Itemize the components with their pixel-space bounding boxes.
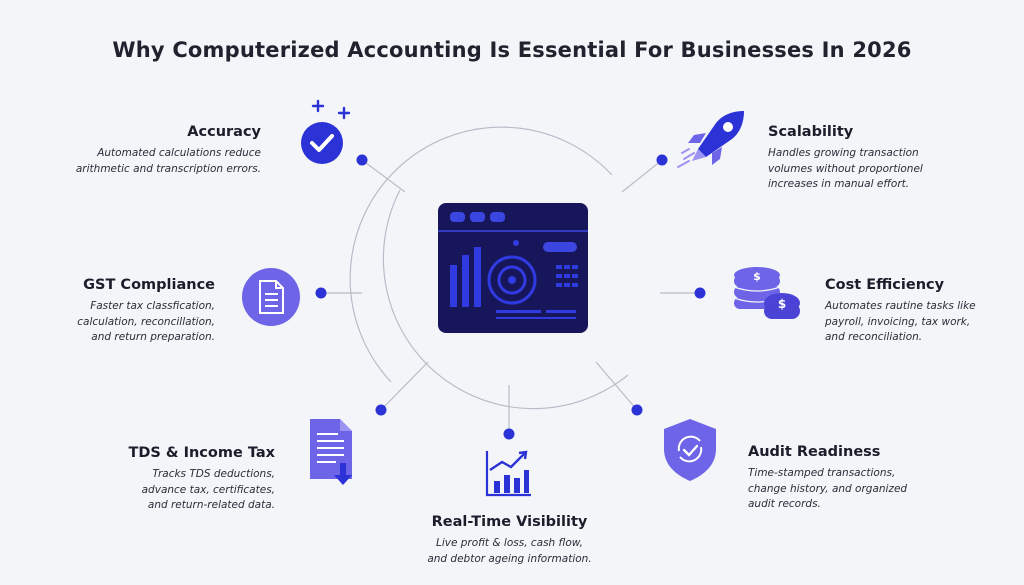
feature-gst-desc-line: Faster tax classfication, — [90, 300, 215, 312]
feature-tds-title: TDS & Income Tax — [128, 445, 275, 461]
feature-cost-desc-line: payroll, invoicing, tax work, — [825, 315, 971, 328]
feature-cost-title: Cost Efficiency — [825, 277, 945, 293]
feature-accuracy: Accuracy Automated calculations reduce a… — [6, 124, 261, 177]
feature-audit-desc-line: Time-stamped transactions, — [748, 467, 896, 479]
feature-realtime-title: Real-Time Visibility — [431, 514, 588, 530]
coins-icon: $ $ — [733, 267, 800, 319]
connector-dot-gst — [315, 287, 327, 299]
feature-accuracy-desc-line: Automated calculations reduce — [97, 147, 261, 159]
feature-tds: TDS & Income Tax Tracks TDS deductions, … — [20, 445, 275, 514]
svg-text:$: $ — [753, 270, 761, 283]
feature-audit-desc-line: audit records. — [748, 498, 821, 510]
feature-tds-desc-line: advance tax, certificates, — [141, 483, 275, 496]
feature-accuracy-desc-line: arithmetic and transcription errors. — [75, 162, 261, 175]
rocket-icon — [677, 111, 744, 168]
shield-check-icon — [664, 419, 716, 481]
dashboard-screen-icon — [438, 203, 588, 333]
connector-dot-realtime — [503, 428, 515, 440]
connector-dot-cost — [694, 287, 706, 299]
feature-audit-title: Audit Readiness — [748, 444, 881, 460]
trend-chart-icon — [485, 450, 531, 497]
check-circle-icon — [301, 99, 351, 164]
svg-text:$: $ — [778, 297, 786, 311]
connector-dot-tds — [375, 404, 387, 416]
feature-audit: Audit Readiness Time-stamped transaction… — [748, 444, 1003, 513]
feature-cost-desc-line: Automates rautine tasks like — [825, 300, 976, 312]
feature-tds-desc-line: Tracks TDS deductions, — [152, 468, 275, 480]
feature-gst-title: GST Compliance — [83, 277, 215, 293]
feature-scalability-desc-line: increases in manual effort. — [768, 178, 910, 190]
feature-realtime-desc-line: Live profit & loss, cash flow, — [435, 537, 584, 549]
connector-dot-audit — [631, 404, 643, 416]
feature-scalability-title: Scalability — [768, 124, 854, 140]
document-icon — [242, 268, 300, 326]
feature-scalability-desc-line: Handles growing transaction — [768, 147, 919, 159]
feature-realtime: Real-Time Visibility Live profit & loss,… — [382, 514, 637, 567]
feature-scalability-desc-line: volumes without proportionel — [768, 162, 923, 175]
feature-gst: GST Compliance Faster tax classfication,… — [0, 277, 215, 346]
feature-scalability: Scalability Handles growing transaction … — [768, 124, 1023, 193]
feature-realtime-desc-line: and debtor ageing information. — [427, 552, 592, 565]
feature-gst-desc-line: calculation, reconcillation, — [77, 315, 215, 328]
feature-audit-desc-line: change history, and organized — [748, 482, 908, 495]
connector-dot-scalability — [656, 154, 668, 166]
feature-cost: Cost Efficiency Automates rautine tasks … — [825, 277, 1024, 346]
file-download-icon — [310, 419, 352, 485]
feature-accuracy-title: Accuracy — [187, 124, 261, 140]
feature-cost-desc-line: and reconciliation. — [825, 331, 923, 343]
page-title: Why Computerized Accounting Is Essential… — [112, 38, 912, 62]
center-ring — [382, 189, 629, 410]
connector-dot-accuracy — [356, 154, 368, 166]
feature-gst-desc-line: and return preparation. — [91, 331, 215, 343]
feature-tds-desc-line: and return-related data. — [147, 499, 275, 511]
